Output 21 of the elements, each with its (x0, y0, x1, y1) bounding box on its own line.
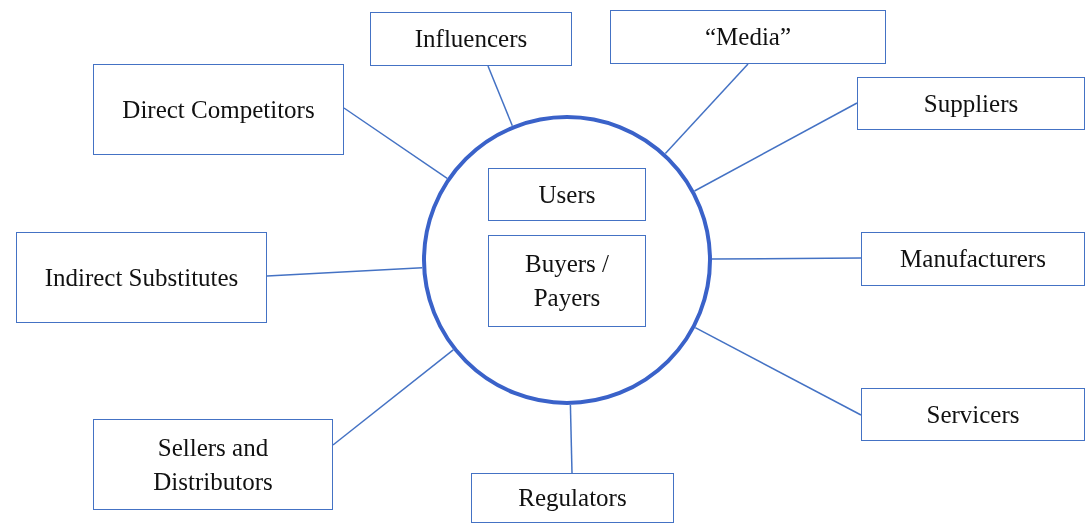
connector-line (266, 266, 423, 277)
connector-line (711, 257, 862, 260)
label-box: Regulators (471, 473, 674, 523)
connector-line (693, 102, 858, 192)
label-box: “Media” (610, 10, 886, 64)
connector-line (694, 326, 862, 416)
connector-line (343, 107, 448, 180)
label-box: Direct Competitors (93, 64, 344, 155)
connector-line (332, 349, 454, 446)
connector-line (487, 65, 514, 127)
connector-line (664, 63, 749, 155)
label-box: Influencers (370, 12, 572, 66)
circle (422, 115, 712, 405)
label-box: Indirect Substitutes (16, 232, 267, 323)
label-box: Sellers and Distributors (93, 419, 333, 510)
label-box: Manufacturers (861, 232, 1085, 286)
label-box: Suppliers (857, 77, 1085, 130)
label-box: Buyers / Payers (488, 235, 646, 327)
label-box: Users (488, 168, 646, 221)
label-box: Servicers (861, 388, 1085, 441)
connector-line (569, 404, 573, 474)
